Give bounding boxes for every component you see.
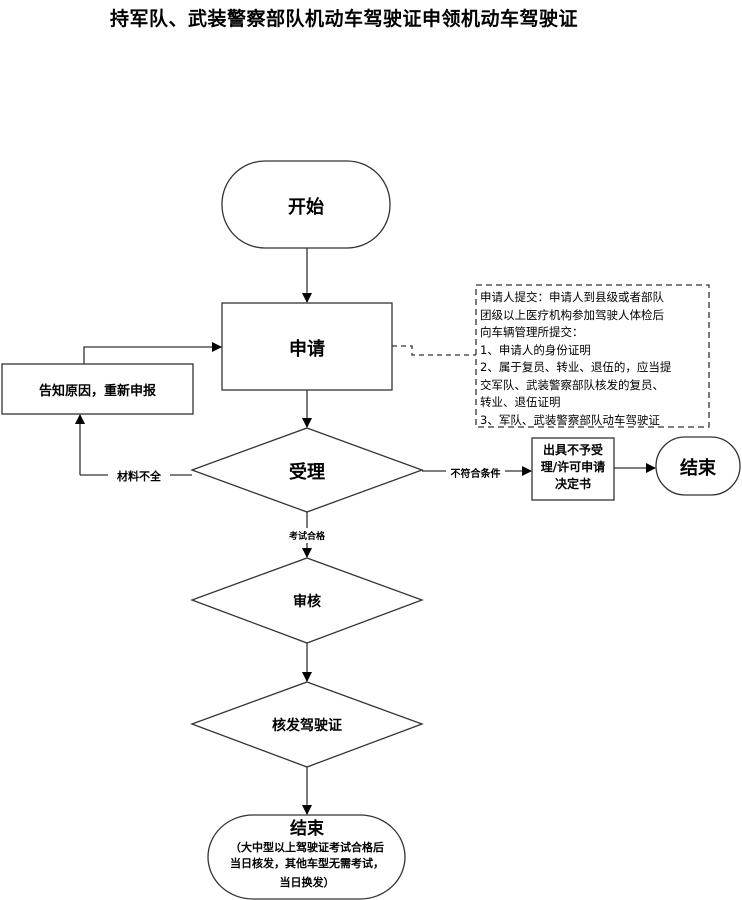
exam-passed-label: 考试合格	[288, 532, 325, 542]
note-line: 1、申请人的身份证明	[480, 342, 591, 357]
reject-doc-label: 出具不予受 理/许可申请 决定书	[532, 442, 614, 493]
reject-doc-line-2: 理/许可申请	[540, 460, 606, 474]
end-reject-label: 结束	[680, 458, 716, 479]
note-box	[475, 284, 710, 428]
incomplete-label: 材料不全	[117, 470, 161, 483]
note-line: 申请人提交：申请人到县级或者部队	[480, 290, 664, 304]
end-final-node	[207, 814, 406, 900]
end-final-label: 结束 （大中型以上驾驶证考试合格后 当日核发，其他车型无需考试， 当日换发）	[208, 818, 406, 894]
note-line: 团级以上医疗机构参加驾驶人体检后	[480, 307, 664, 322]
not-qualified-label: 不符合条件	[450, 469, 501, 480]
note-line: 向车辆管理所提交：	[480, 325, 584, 339]
end-final-note-1: （大中型以上驾驶证考试合格后	[230, 841, 384, 854]
end-final-title: 结束	[290, 819, 324, 839]
page-title: 持军队、武装警察部队机动车驾驶证申领机动车驾驶证	[110, 8, 579, 30]
notify-node	[1, 363, 194, 415]
reject-doc-node	[531, 437, 615, 501]
note-line: 转业、退伍证明	[480, 395, 561, 409]
end-reject-node	[655, 436, 741, 496]
note-line: 2、属于复员、转业、退伍的，应当提	[480, 360, 672, 374]
accept-label: 受理	[289, 462, 325, 483]
start-label: 开始	[288, 197, 324, 218]
end-final-note-2: 当日核发，其他车型无需考试，	[230, 857, 384, 870]
reject-doc-line-1: 出具不予受	[542, 443, 603, 457]
review-label: 审核	[293, 594, 321, 610]
reject-doc-line-3: 决定书	[554, 477, 591, 491]
apply-node	[221, 302, 393, 391]
issue-label: 核发驾驶证	[272, 718, 342, 734]
note-line: 交军队、武装警察部队核发的复员、	[480, 377, 664, 392]
note-line: 3、军队、武装警察部队动车驾驶证	[480, 412, 660, 427]
note-connector	[392, 345, 476, 356]
end-final-note-3: 当日换发）	[279, 876, 335, 889]
notify-label: 告知原因，重新申报	[38, 384, 156, 399]
start-node	[221, 160, 391, 249]
note-text: 申请人提交：申请人到县级或者部队 团级以上医疗机构参加驾驶人体检后 向车辆管理所…	[480, 289, 708, 429]
edge-notify-apply	[83, 342, 222, 364]
apply-label: 申请	[289, 339, 325, 360]
